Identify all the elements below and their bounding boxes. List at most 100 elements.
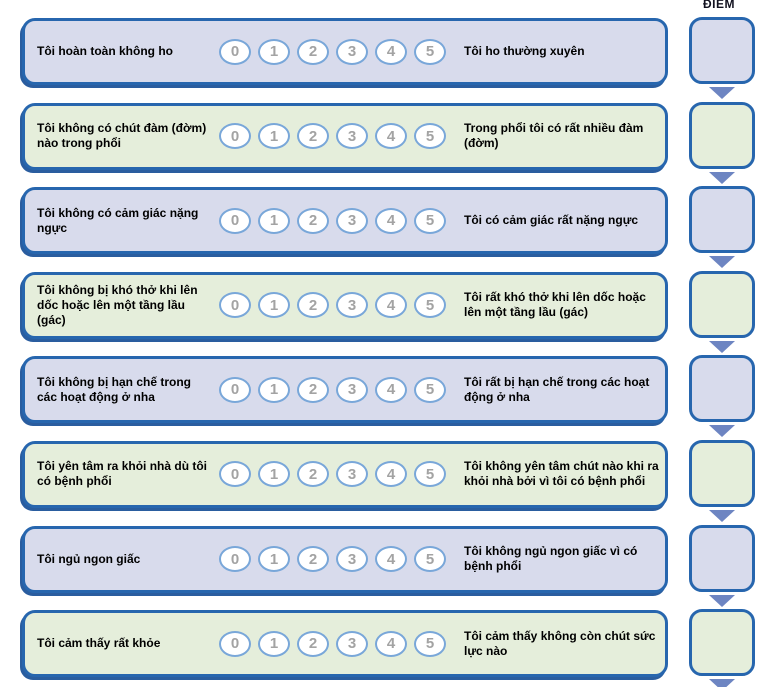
rating-circle-1[interactable]: 1 xyxy=(258,546,290,573)
down-arrow-icon xyxy=(709,679,735,687)
rating-circle-1[interactable]: 1 xyxy=(258,207,290,234)
score-column-header: ĐIỂM xyxy=(703,0,735,11)
score-column xyxy=(689,17,755,687)
rating-circle-0[interactable]: 0 xyxy=(219,376,251,403)
rating-circle-2[interactable]: 2 xyxy=(297,546,329,573)
rating-circle-3[interactable]: 3 xyxy=(336,376,368,403)
question-right-statement: Tôi không ngủ ngon giấc vì có bệnh phổi xyxy=(464,544,638,574)
rating-circle-2[interactable]: 2 xyxy=(297,207,329,234)
score-box[interactable] xyxy=(689,17,755,84)
rating-circle-4[interactable]: 4 xyxy=(375,123,407,150)
question-left-statement: Tôi hoàn toàn không ho xyxy=(37,44,173,58)
rating-circle-5[interactable]: 5 xyxy=(414,376,446,403)
rating-circle-4[interactable]: 4 xyxy=(375,376,407,403)
question-left-statement: Tôi không bị hạn chế trong các hoạt động… xyxy=(37,374,191,404)
rating-circle-3[interactable]: 3 xyxy=(336,546,368,573)
down-arrow-icon xyxy=(709,340,735,353)
rating-circle-2[interactable]: 2 xyxy=(297,630,329,657)
question-right-statement: Tôi cảm thấy không còn chút sức lực nào xyxy=(464,628,656,658)
rating-circle-1[interactable]: 1 xyxy=(258,292,290,319)
rating-circle-5[interactable]: 5 xyxy=(414,38,446,65)
rating-circle-2[interactable]: 2 xyxy=(297,292,329,319)
score-item xyxy=(689,355,755,438)
rating-circle-2[interactable]: 2 xyxy=(297,38,329,65)
rating-circle-4[interactable]: 4 xyxy=(375,461,407,488)
rating-circle-5[interactable]: 5 xyxy=(414,292,446,319)
rating-circle-0[interactable]: 0 xyxy=(219,207,251,234)
rating-circle-0[interactable]: 0 xyxy=(219,630,251,657)
score-box[interactable] xyxy=(689,270,755,338)
question-left-statement: Tôi yên tâm ra khỏi nhà dù tôi có bệnh p… xyxy=(37,459,208,489)
question-left-statement: Tôi không có cảm giác nặng ngực xyxy=(37,205,199,235)
rating-circle-1[interactable]: 1 xyxy=(258,461,290,488)
score-item xyxy=(689,524,755,607)
score-item xyxy=(689,270,755,353)
down-arrow-icon xyxy=(709,425,735,438)
question-row: Tôi yên tâm ra khỏi nhà dù tôi có bệnh p… xyxy=(22,440,668,508)
rating-circle-5[interactable]: 5 xyxy=(414,123,446,150)
rating-circle-4[interactable]: 4 xyxy=(375,630,407,657)
rating-circle-1[interactable]: 1 xyxy=(258,376,290,403)
score-item xyxy=(689,609,755,687)
down-arrow-icon xyxy=(709,87,735,99)
rating-circle-2[interactable]: 2 xyxy=(297,376,329,403)
question-row: Tôi không bị hạn chế trong các hoạt động… xyxy=(22,356,668,424)
rating-circle-5[interactable]: 5 xyxy=(414,207,446,234)
score-box[interactable] xyxy=(689,609,755,677)
score-box[interactable] xyxy=(689,524,755,592)
rating-circle-0[interactable]: 0 xyxy=(219,461,251,488)
rating-circle-0[interactable]: 0 xyxy=(219,546,251,573)
rating-circle-3[interactable]: 3 xyxy=(336,461,368,488)
question-left-statement: Tôi ngủ ngon giấc xyxy=(37,551,141,566)
question-left-statement: Tôi cảm thấy rất khỏe xyxy=(37,636,161,651)
question-right-statement: Trong phổi tôi có rất nhiều đàm (đờm) xyxy=(464,121,644,151)
score-item xyxy=(689,101,755,184)
down-arrow-icon xyxy=(709,256,735,269)
rating-circle-3[interactable]: 3 xyxy=(336,292,368,319)
rating-circle-2[interactable]: 2 xyxy=(297,123,329,150)
rating-circle-5[interactable]: 5 xyxy=(414,546,446,573)
rating-circle-3[interactable]: 3 xyxy=(336,630,368,657)
rating-circle-5[interactable]: 5 xyxy=(414,630,446,657)
rating-circle-4[interactable]: 4 xyxy=(375,38,407,65)
rating-circle-0[interactable]: 0 xyxy=(219,292,251,319)
rating-circle-1[interactable]: 1 xyxy=(258,630,290,657)
rating-circle-4[interactable]: 4 xyxy=(375,292,407,319)
question-right-statement: Tôi có cảm giác rất nặng ngực xyxy=(464,213,639,228)
down-arrow-icon xyxy=(709,509,735,522)
score-item xyxy=(689,186,755,269)
score-box[interactable] xyxy=(689,355,755,423)
down-arrow-icon xyxy=(709,171,735,184)
rating-circle-1[interactable]: 1 xyxy=(258,38,290,65)
rating-circle-3[interactable]: 3 xyxy=(336,207,368,234)
rating-circle-4[interactable]: 4 xyxy=(375,207,407,234)
question-row: Tôi không có chút đàm (đờm) nào trong ph… xyxy=(22,102,668,170)
question-right-statement: Tôi không yên tâm chút nào khi ra khỏi n… xyxy=(464,459,659,489)
rating-circle-4[interactable]: 4 xyxy=(375,546,407,573)
rating-circle-0[interactable]: 0 xyxy=(219,123,251,150)
rating-circle-5[interactable]: 5 xyxy=(414,461,446,488)
score-item xyxy=(689,439,755,522)
score-box[interactable] xyxy=(689,439,755,507)
rating-circle-2[interactable]: 2 xyxy=(297,461,329,488)
question-right-statement: Tôi ho thường xuyên xyxy=(464,44,585,58)
question-right-statement: Tôi rất khó thở khi lên dốc hoặc lên một… xyxy=(464,290,646,320)
rating-circle-3[interactable]: 3 xyxy=(336,123,368,150)
score-box[interactable] xyxy=(689,101,755,169)
rating-circle-1[interactable]: 1 xyxy=(258,123,290,150)
score-box[interactable] xyxy=(689,186,755,254)
rating-circle-3[interactable]: 3 xyxy=(336,38,368,65)
rating-circle-0[interactable]: 0 xyxy=(219,38,251,65)
